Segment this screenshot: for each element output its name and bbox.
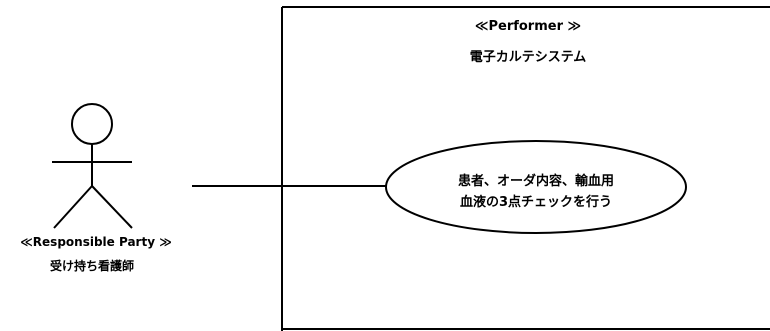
actor-name: 受け持ち看護師 (50, 258, 134, 273)
system-name: 電子カルテシステム (470, 50, 587, 65)
use-case-line-1: 患者、オーダ内容、輸血用 (458, 173, 614, 189)
system-boundary (281, 6, 770, 331)
use-case-ellipse (385, 140, 687, 234)
system-stereotype: ≪Performer ≫ (475, 19, 581, 34)
actor-left-leg (53, 185, 93, 229)
actor-figure (52, 103, 133, 229)
actor-head (71, 103, 113, 145)
actor-stereotype: ≪Responsible Party ≫ (20, 235, 172, 249)
use-case-line-2: 血液の3点チェックを行う (460, 194, 612, 210)
actor-right-leg (91, 185, 133, 229)
